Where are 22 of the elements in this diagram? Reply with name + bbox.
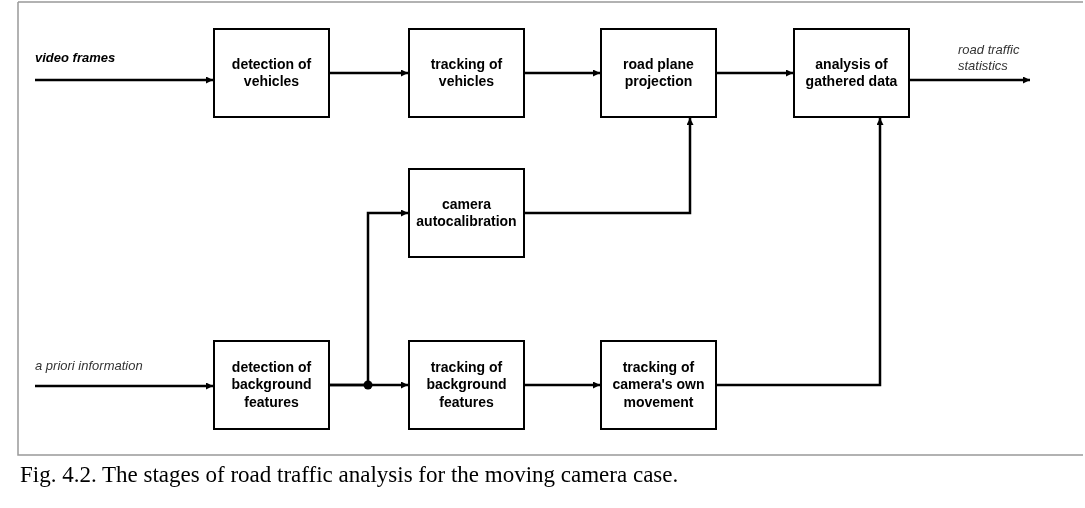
process-box: tracking of background features <box>408 340 525 430</box>
arrow <box>330 381 408 389</box>
flow-label: a priori information <box>35 358 195 374</box>
process-box: road plane projection <box>600 28 717 118</box>
process-box: tracking of camera's own movement <box>600 340 717 430</box>
arrow <box>525 381 600 389</box>
process-box: tracking of vehicles <box>408 28 525 118</box>
arrow <box>717 118 884 387</box>
flow-label: road traffic statistics <box>958 42 1068 74</box>
arrow <box>35 382 213 390</box>
figure-caption: Fig. 4.2. The stages of road traffic analysis for the moving camera case. <box>20 462 679 488</box>
process-box: camera autocalibration <box>408 168 525 258</box>
arrow <box>330 69 408 77</box>
process-box: detection of vehicles <box>213 28 330 118</box>
arrow <box>525 118 694 215</box>
arrow <box>910 76 1030 84</box>
flow-label: video frames <box>35 50 185 66</box>
arrow <box>525 69 600 77</box>
process-box: analysis of gathered data <box>793 28 910 118</box>
process-box: detection of background features <box>213 340 330 430</box>
arrow <box>717 69 793 77</box>
arrow <box>35 76 213 84</box>
